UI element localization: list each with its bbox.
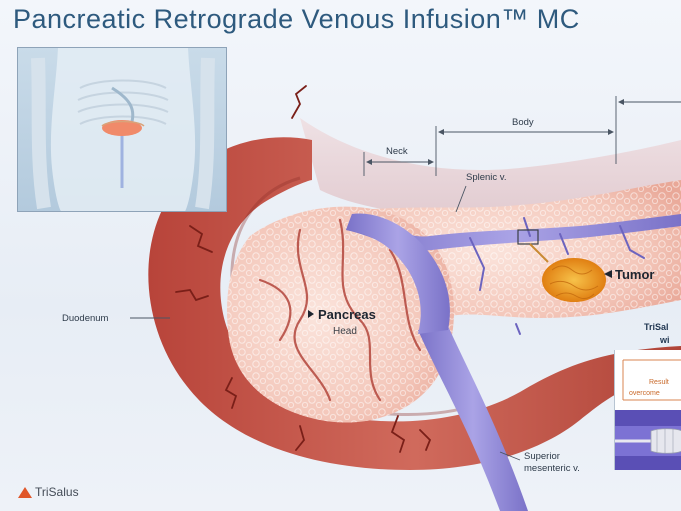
trisalus-panel-label-line1: TriSal	[644, 322, 669, 332]
anatomy-thumbnail	[17, 47, 227, 212]
head-label: Head	[333, 326, 357, 337]
device-inset-panel: Result overcome	[614, 350, 681, 470]
pancreas-label: Pancreas	[318, 307, 376, 322]
duodenum-label: Duodenum	[62, 313, 109, 324]
balloon-icon	[651, 429, 681, 454]
tumor-label: Tumor	[615, 267, 654, 282]
device-illustration: Result overcome	[615, 350, 681, 470]
triangle-logo-icon	[18, 487, 32, 498]
logo-text: TriSalus	[35, 485, 79, 499]
trisalus-panel-label-line2: wi	[659, 335, 670, 345]
trisalus-logo: TriSalus	[18, 485, 79, 499]
result-label-line2: overcome	[629, 390, 660, 397]
result-label-line1: Result	[649, 379, 669, 386]
page-title: Pancreatic Retrograde Venous Infusion™ M…	[13, 4, 580, 35]
body-label: Body	[512, 117, 534, 128]
superior-label-line2: mesenteric v.	[524, 463, 580, 474]
superior-label-line1: Superior	[524, 451, 560, 462]
neck-label: Neck	[386, 146, 408, 157]
splenic-vein-label: Splenic v.	[466, 172, 506, 183]
torso-illustration	[18, 48, 227, 212]
